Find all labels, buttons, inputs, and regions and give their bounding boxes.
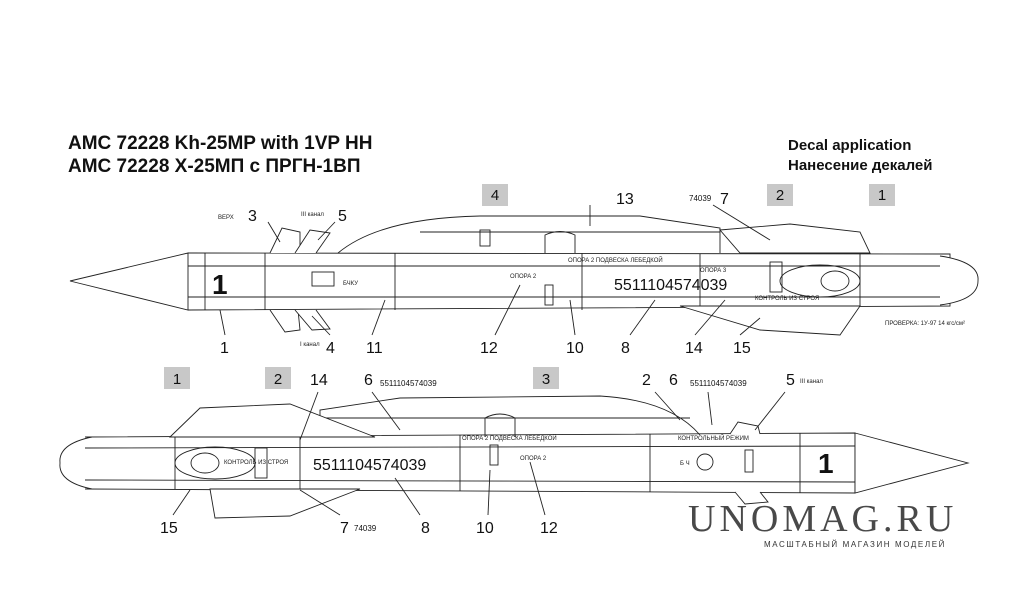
- bottom-callout-14: 14: [310, 372, 328, 389]
- bottom-callout-12: 12: [540, 520, 558, 537]
- bottom-dorsal-fairing: [319, 395, 701, 437]
- watermark-tagline: МАСШТАБНЫЙ МАГАЗИН МОДЕЛЕЙ: [764, 540, 946, 549]
- bottom-callout-15: 15: [160, 520, 178, 537]
- bottom-body: [84, 432, 856, 494]
- svg-text:1: 1: [878, 187, 886, 204]
- top-callout-7: 7: [720, 191, 729, 208]
- svg-text:2: 2: [274, 371, 282, 388]
- top-missile: [69, 204, 979, 336]
- top-label-bchku: БЧКУ: [343, 281, 358, 287]
- bottom-callout-8: 8: [421, 520, 430, 537]
- top-label-opora3: ОПОРА 3: [700, 268, 727, 274]
- top-callout-4: 4: [326, 340, 335, 357]
- watermark-logo: UNOMAG.RU: [688, 498, 958, 540]
- top-label-verh: ВЕРХ: [218, 215, 234, 221]
- decal-application-ru: Нанесение декалей: [788, 157, 933, 174]
- top-callout-1: 1: [220, 340, 229, 357]
- top-box-4: [482, 184, 508, 206]
- svg-text:2: 2: [776, 187, 784, 204]
- top-box-1: [869, 184, 895, 206]
- bottom-label-opora2-podveska: ОПОРА 2 ПОДВЕСКА ЛЕБЕДКОЙ: [462, 434, 557, 442]
- top-nose-number: 1: [212, 269, 228, 300]
- top-label-kanal-top: III канал: [301, 212, 324, 218]
- bottom-code: 74039: [354, 524, 377, 533]
- top-serial-number: 5511104574039: [614, 277, 727, 294]
- top-callout-15: 15: [733, 340, 751, 357]
- top-callout-11: 11: [366, 340, 383, 357]
- top-callout-14: 14: [685, 340, 703, 357]
- bottom-nose-cone: [854, 432, 970, 494]
- bottom-serial-small-1: 5511104574039: [380, 379, 437, 388]
- bottom-label-kontrol: КОНТРОЛЬ ИЗ СТРОЯ: [224, 460, 288, 466]
- bottom-box-1: [164, 367, 190, 389]
- bottom-box-3: [533, 367, 559, 389]
- svg-text:1: 1: [173, 371, 181, 388]
- top-label-kontrol: КОНТРОЛЬ ИЗ СТРОЯ: [755, 296, 819, 302]
- bottom-callout-7: 7: [340, 520, 349, 537]
- top-callout-3: 3: [248, 208, 257, 225]
- top-label-opora2: ОПОРА 2: [510, 274, 537, 280]
- top-label-proverka: ПРОВЕРКА: 1У-97 14 кгс/см²: [885, 321, 965, 327]
- bottom-callout-2: 2: [642, 372, 651, 389]
- top-rear-wing-lower: [679, 305, 861, 336]
- bottom-rear-wing-lower: [209, 488, 361, 519]
- top-callout-13: 13: [616, 191, 634, 208]
- title-ru: AMC 72228 Х-25МП с ПРГН-1ВП: [68, 156, 361, 177]
- bottom-box-2: [265, 367, 291, 389]
- bottom-label-kanal: III канал: [800, 379, 823, 385]
- bottom-rear-wing-upper: [168, 403, 376, 438]
- top-rear-wing-upper: [719, 223, 871, 254]
- top-box-2: [767, 184, 793, 206]
- bottom-missile: [59, 391, 970, 519]
- decal-application-en: Decal application: [788, 137, 912, 154]
- bottom-serial-number: 5511104574039: [313, 457, 426, 474]
- top-callout-12: 12: [480, 340, 498, 357]
- bottom-callout-6-right: 6: [669, 372, 678, 389]
- bottom-label-bch: Б Ч: [680, 461, 690, 467]
- top-callout-10: 10: [566, 340, 584, 357]
- bottom-callout-5: 5: [786, 372, 795, 389]
- bottom-nose-number: 1: [818, 448, 834, 479]
- bottom-callout-6-left: 6: [364, 372, 373, 389]
- bottom-callout-10: 10: [476, 520, 494, 537]
- top-nose-cone: [69, 252, 189, 311]
- top-code: 74039: [689, 194, 712, 203]
- top-callout-5: 5: [338, 208, 347, 225]
- top-label-opora2-podveska: ОПОРА 2 ПОДВЕСКА ЛЕБЕДКОЙ: [568, 256, 663, 264]
- bottom-label-opora2: ОПОРА 2: [520, 456, 547, 462]
- top-dorsal-fairing: [337, 215, 721, 254]
- svg-text:4: 4: [491, 187, 499, 204]
- top-label-kanal-bottom: I канал: [300, 342, 320, 348]
- svg-text:3: 3: [542, 371, 550, 388]
- bottom-serial-small-2: 5511104574039: [690, 379, 747, 388]
- title-en: AMC 72228 Kh-25MP with 1VP HH: [68, 133, 373, 154]
- top-callout-8: 8: [621, 340, 630, 357]
- bottom-label-kontrol-rezhim: КОНТРОЛЬНЫЙ РЕЖИМ: [678, 434, 749, 442]
